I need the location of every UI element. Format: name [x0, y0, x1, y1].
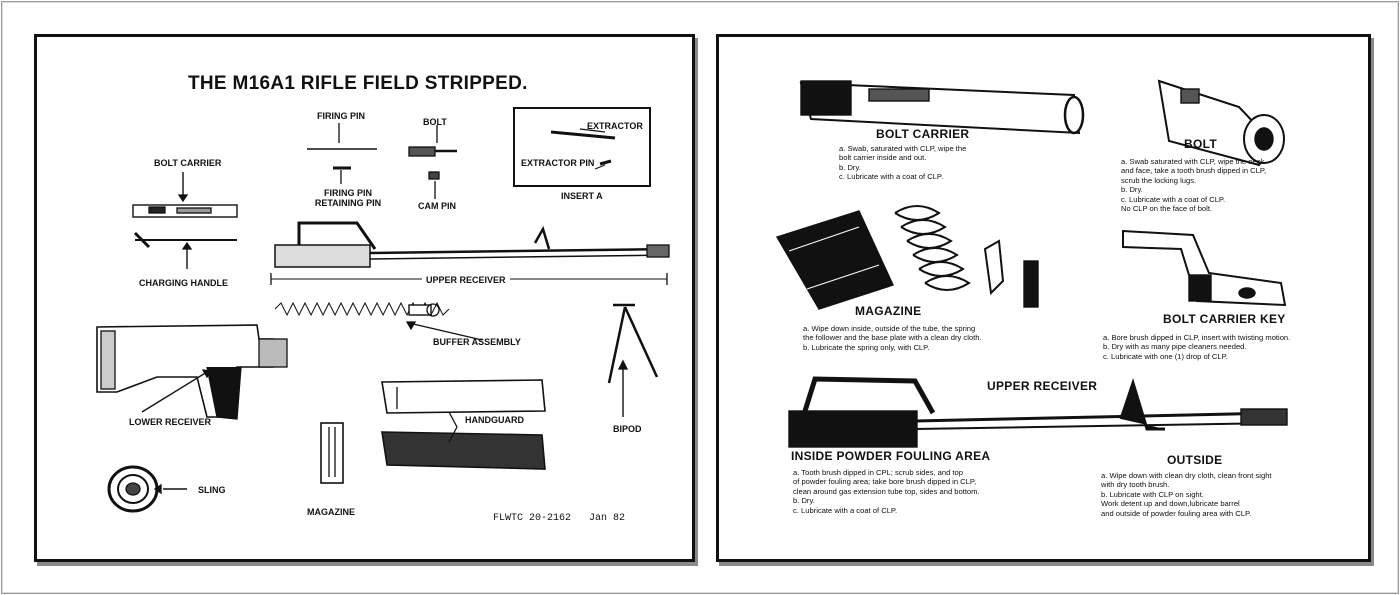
label-cam-pin: CAM PIN [418, 201, 456, 211]
list-item: bolt carrier inside and out. [839, 153, 927, 163]
list-item: b. Lubricate with CLP on sight. [1101, 489, 1204, 499]
label-firing-pin-retaining-pin: FIRING PIN RETAINING PIN [313, 188, 383, 209]
cleaning-parts-illustration [775, 79, 1288, 448]
list-item: and outside of powder fouling area with … [1101, 508, 1252, 518]
section-bolt-carrier-steps: a. Swab, saturated with CLP, wipe the bo… [839, 144, 966, 182]
label-extractor-pin: EXTRACTOR PIN [521, 158, 595, 168]
list-item: b. Dry with as many pipe cleaners needed… [1103, 342, 1247, 352]
label-extractor: EXTRACTOR [587, 121, 643, 131]
list-item: and face, take a tooth brush dipped in C… [1121, 166, 1267, 176]
field-stripped-diagram-panel: THE M16A1 RIFLE FIELD STRIPPED. FIRING P… [34, 34, 695, 562]
label-handguard: HANDGUARD [465, 415, 524, 425]
insert-a-box [513, 107, 651, 187]
section-bolt-title: BOLT [1184, 137, 1217, 151]
list-item: No CLP on the face of bolt. [1121, 204, 1213, 214]
label-magazine: MAGAZINE [307, 507, 355, 517]
section-inside-title: INSIDE POWDER FOULING AREA [791, 449, 991, 463]
list-item: a. Swab saturated with CLP, wipe the nec… [1121, 157, 1265, 166]
label-bolt: BOLT [423, 117, 447, 127]
list-item: c. Lubricate with a coat of CLP. [839, 172, 944, 182]
section-outside-steps: a. Wipe down with clean dry cloth, clean… [1101, 471, 1272, 518]
section-magazine-steps: a. Wipe down inside, outside of the tube… [803, 324, 982, 352]
section-bolt-carrier-title: BOLT CARRIER [876, 127, 970, 141]
list-item: a. Wipe down inside, outside of the tube… [803, 324, 976, 333]
label-bipod: BIPOD [613, 424, 642, 434]
list-item: a. Tooth brush dipped in CPL; scrub side… [793, 468, 963, 477]
section-magazine-title: MAGAZINE [855, 304, 922, 318]
list-item: the follower and the base plate with a c… [803, 333, 982, 343]
list-item: Work detent up and down,lubricate barrel [1101, 499, 1240, 509]
list-item: b. Dry. [839, 162, 861, 172]
list-item: with dry tooth brush. [1101, 480, 1170, 490]
label-bolt-carrier: BOLT CARRIER [154, 158, 222, 168]
list-item: c. Lubricate with a coat of CLP. [1121, 194, 1226, 204]
label-firing-pin-retaining-pin-line1: FIRING PIN [323, 188, 372, 198]
section-bolt-steps: a. Swab saturated with CLP, wipe the nec… [1121, 157, 1266, 214]
list-item: b. Dry. [1121, 185, 1143, 195]
list-item: c. Lubricate with a coat of CLP. [793, 505, 898, 515]
document-reference: FLWTC 20-2162 Jan 82 [493, 513, 626, 524]
cleaning-instructions-panel: BOLT CARRIER a. Swab, saturated with CLP… [716, 34, 1371, 562]
section-bolt-carrier-key-steps: a. Bore brush dipped in CLP, insert with… [1103, 333, 1290, 361]
field-stripped-parts-illustration [96, 107, 670, 513]
list-item: of powder fouling area; take bore brush … [793, 477, 977, 487]
label-firing-pin: FIRING PIN [317, 111, 366, 121]
label-firing-pin-retaining-pin-line2: RETAINING PIN [314, 198, 382, 209]
list-item: c. Lubricate with one (1) drop of CLP. [1103, 351, 1228, 361]
section-inside-steps: a. Tooth brush dipped in CPL; scrub side… [793, 468, 980, 515]
label-charging-handle: CHARGING HANDLE [139, 278, 228, 288]
list-item: scrub the locking lugs. [1121, 175, 1197, 185]
section-upper-receiver-title: UPPER RECEIVER [987, 379, 1098, 393]
list-item: b. Dry. [793, 496, 815, 506]
label-insert-a: INSERT A [561, 191, 603, 201]
label-buffer-assembly: BUFFER ASSEMBLY [433, 337, 521, 347]
list-item: a. Swab, saturated with CLP, wipe the [839, 144, 967, 153]
diagram-title: THE M16A1 RIFLE FIELD STRIPPED. [188, 73, 528, 94]
label-sling: SLING [198, 485, 226, 495]
list-item: b. Lubricate the spring only, with CLP. [803, 342, 930, 352]
list-item: a. Bore brush dipped in CLP, insert with… [1103, 333, 1291, 342]
label-lower-receiver: LOWER RECEIVER [129, 417, 212, 427]
section-outside-title: OUTSIDE [1167, 453, 1223, 467]
label-upper-receiver: UPPER RECEIVER [422, 275, 510, 286]
list-item: a. Wipe down with clean dry cloth, clean… [1101, 471, 1272, 480]
list-item: clean around gas extension tube top, sid… [793, 486, 980, 496]
section-bolt-carrier-key-title: BOLT CARRIER KEY [1163, 312, 1286, 326]
